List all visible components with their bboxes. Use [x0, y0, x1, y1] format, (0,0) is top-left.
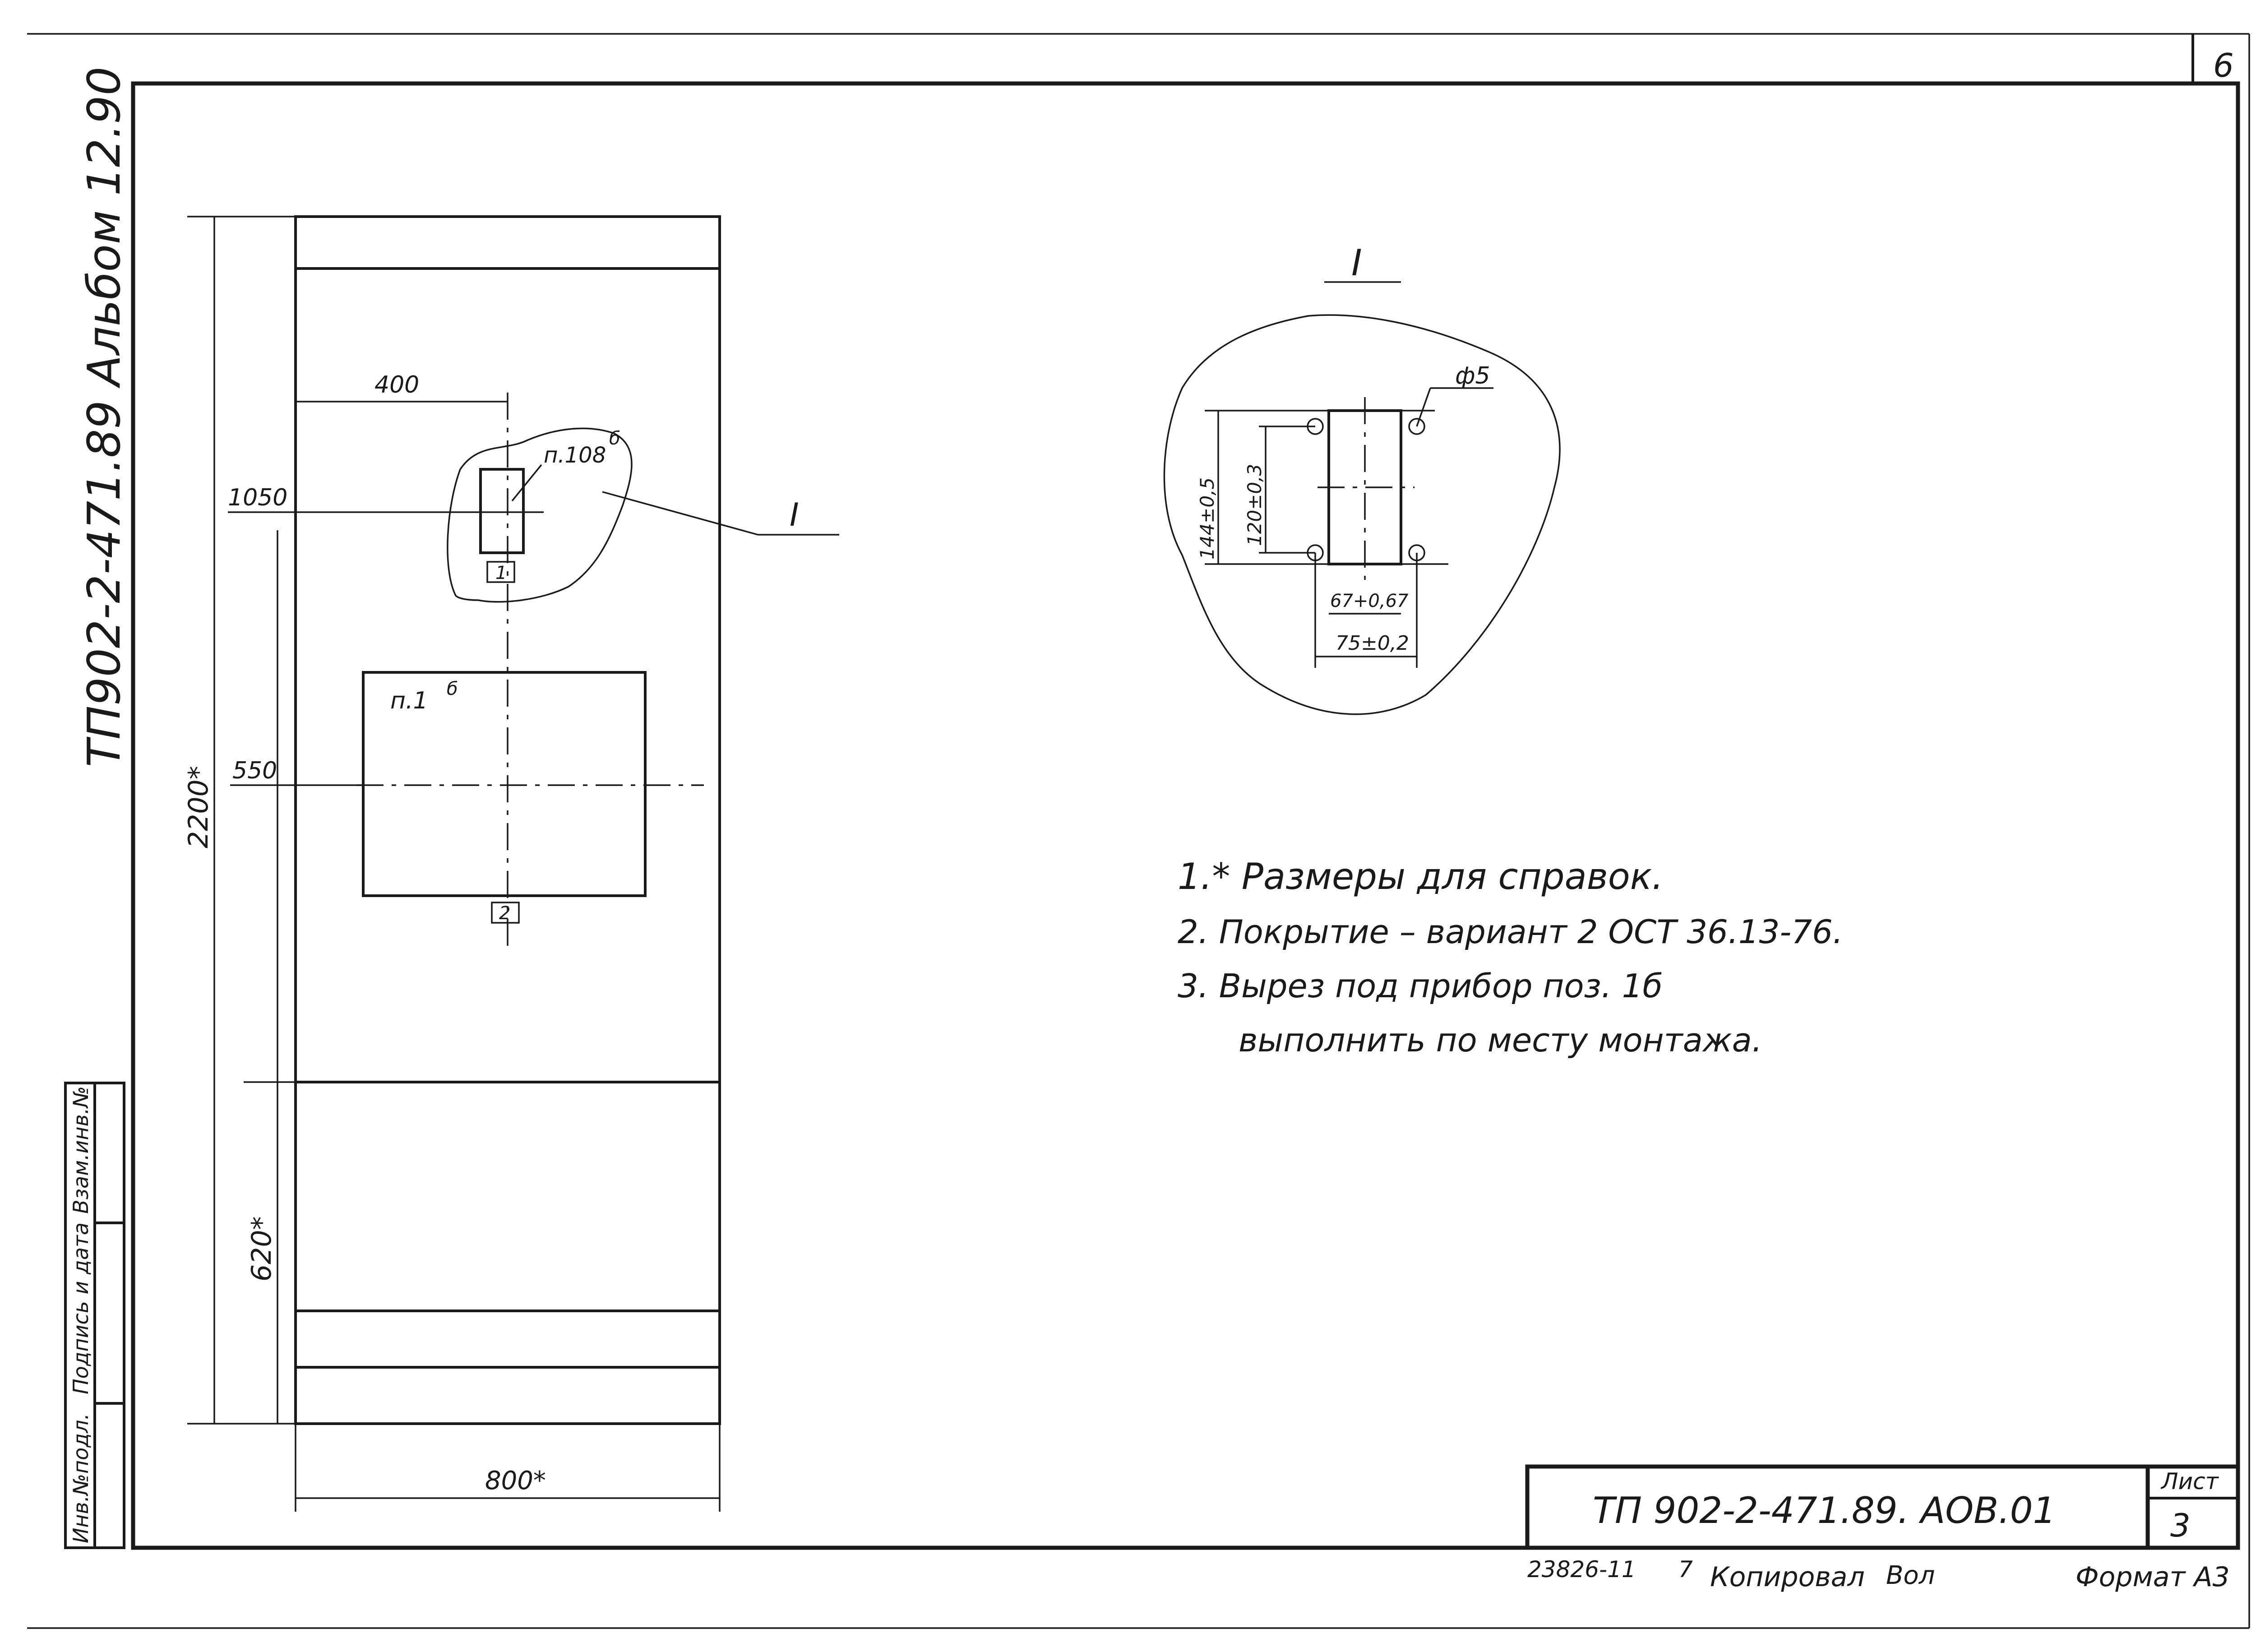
stamp-label-signature: Подпись и дата: [69, 1222, 93, 1394]
footer-copied-signature: Вол: [1886, 1561, 1935, 1590]
footer-format: Формат А3: [2076, 1561, 2230, 1593]
hole-leader: [1416, 388, 1431, 427]
tag-1: 1: [495, 563, 507, 583]
dim-800: 800*: [485, 1466, 546, 1495]
cabinet-view: п.108 б 1 I п.1 б 2 400 1050 550 620* 22…: [183, 215, 839, 1512]
dim-2200: 2200*: [183, 766, 214, 848]
notes: 1.* Размеры для справок. 2. Покрытие – в…: [1178, 856, 1843, 1059]
detail-view: I ф5 144±0,5 120±0,3 67+0,67 75±0,2: [1163, 242, 1561, 715]
callout-leader: [602, 491, 758, 536]
cutout-large-label: п.1: [390, 687, 428, 714]
side-title: ТП902-2-471.89 Альбом 12.90: [78, 67, 130, 767]
dim-144: 144±0,5: [1196, 477, 1218, 560]
cloud-callout-small: [447, 427, 633, 603]
cutout-small: [479, 468, 525, 554]
note-3-cont: выполнить по месту монтажа.: [1239, 1021, 1762, 1059]
hole-tr: [1408, 418, 1425, 435]
tag-box-1: [486, 561, 515, 583]
footer-copied-label: Копировал: [1710, 1561, 1865, 1593]
cutout-large: [362, 671, 647, 897]
hole-diameter: ф5: [1455, 362, 1490, 389]
dim-550: 550: [232, 757, 277, 784]
detail-cloud: [1163, 314, 1561, 715]
dim-400: 400: [374, 371, 419, 398]
cabinet-outline: [294, 215, 721, 1425]
note-2: 2. Покрытие – вариант 2 ОСТ 36.13-76.: [1178, 913, 1843, 951]
callout-label: I: [790, 496, 799, 533]
dim-1050: 1050: [228, 484, 287, 511]
cutout-small-label: п.108: [544, 443, 606, 468]
dim-75: 75±0,2: [1336, 632, 1409, 655]
cutout-small-sup: б: [609, 428, 620, 449]
cutout-small-leader: [511, 464, 542, 502]
title-block-frame: [1525, 1464, 2240, 1550]
tag-2: 2: [499, 903, 510, 924]
footer-order-number: 23826-11: [1527, 1556, 1636, 1583]
title-block: ТП 902-2-471.89. АОВ.01 Лист 3: [1525, 1464, 2240, 1550]
title-sheet-label: Лист: [2160, 1468, 2219, 1495]
title-designation: ТП 902-2-471.89. АОВ.01: [1593, 1490, 2056, 1532]
detail-title: I: [1351, 242, 1362, 284]
dim-620: 620*: [246, 1216, 277, 1282]
drawing-frame: [131, 81, 2240, 1550]
note-1: 1.* Размеры для справок.: [1178, 856, 1663, 898]
note-3: 3. Вырез под прибор поз. 1б: [1178, 967, 1663, 1005]
cutout-large-sup: б: [447, 679, 458, 699]
dim-120: 120±0,3: [1244, 464, 1266, 546]
dim-67: 67+0,67: [1330, 591, 1409, 611]
footer: 23826-11 7 Копировал Вол Формат А3: [1527, 1556, 2230, 1593]
title-sheet-number: 3: [2170, 1507, 2191, 1544]
stamp-label-inventory: Инв.№подл.: [69, 1413, 93, 1543]
stamp-label-replacement: Взам.инв.№: [69, 1086, 93, 1214]
footer-sheet-index: 7: [1678, 1556, 1693, 1583]
tag-box-2: [491, 902, 520, 924]
corner-sheet-number: 6: [2213, 46, 2234, 84]
